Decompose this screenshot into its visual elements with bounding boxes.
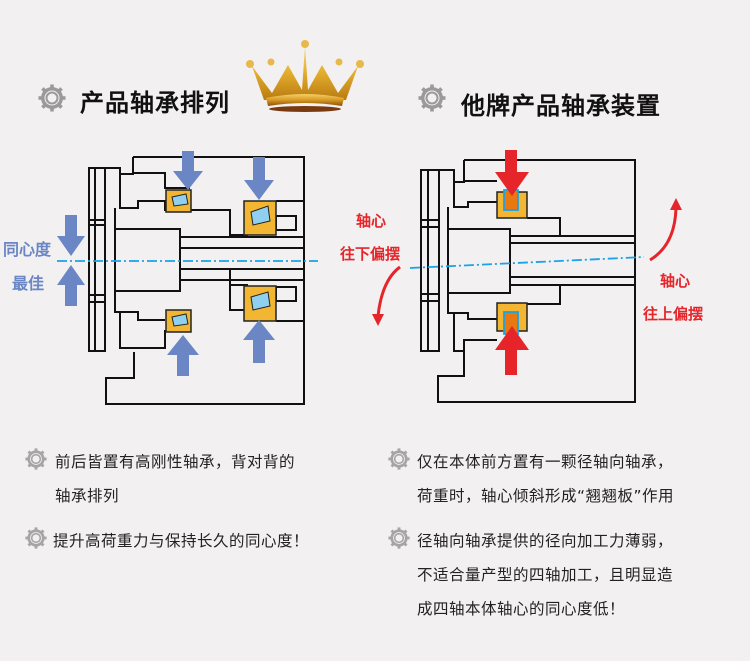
arrow-up-icon [495,326,529,375]
arrow-down-icon [495,150,529,196]
right-note-2-line-1: 径轴向轴承提供的径向加工力薄弱， [417,532,674,550]
swing-down-arrow-icon [376,265,401,317]
gear-icon [388,448,410,470]
arrow-up-icon [57,265,85,306]
right-panel-title: 他牌产品轴承装置 [461,92,661,120]
housing-outline [105,156,305,405]
axis-label-left-1: 轴心 [356,212,387,230]
swing-arrows [376,207,678,317]
right-note-2-line-2: 不适合量产型的四轴加工，且明显造 [417,566,674,584]
right-bearing-diagram [372,150,682,403]
gear-icon [418,84,446,112]
left-note-1-line-1: 前后皆置有高刚性轴承，背对背的 [55,453,296,471]
bearing-front-bottom [165,309,192,333]
swing-up-arrow-icon [649,207,678,262]
arrow-down-icon [173,151,203,190]
right-note-1-line-1: 仅在本体前方置有一颗径轴向轴承， [417,453,674,471]
right-note-1-line-2: 荷重时，轴心倾斜形成“翘翘板”作用 [417,487,675,505]
crown-icon [246,40,364,112]
arrow-down-icon [57,215,85,256]
concentricity-label: 同心度 [3,240,52,259]
red-arrows [495,150,529,375]
arrow-up-icon [243,320,275,363]
gear-icon [25,527,47,549]
axis-label-left-2: 往下偏摆 [340,245,401,263]
left-bearing-diagram [57,151,318,405]
left-note-1-line-2: 轴承排列 [55,487,120,505]
gear-icon [388,527,410,549]
tilted-centerline [409,256,645,269]
blue-arrows [57,151,275,376]
bearing-front-top [165,189,192,213]
axis-label-right-1: 轴心 [660,272,691,290]
right-note-2-line-3: 成四轴本体轴心的同心度低！ [417,600,626,618]
axis-label-right-2: 往上偏摆 [643,305,704,323]
bearing-rear-bottom [243,285,277,322]
left-note-2-line-1: 提升高荷重力与保持长久的同心度！ [53,532,310,550]
bearing-single-top [496,189,528,219]
gear-icon [25,448,47,470]
left-panel-title: 产品轴承排列 [80,89,230,117]
bearing-rear-top [243,200,277,236]
best-label: 最佳 [12,274,45,293]
gear-icon [38,84,66,112]
arrow-up-icon [167,335,199,376]
arrow-down-icon [244,157,274,200]
